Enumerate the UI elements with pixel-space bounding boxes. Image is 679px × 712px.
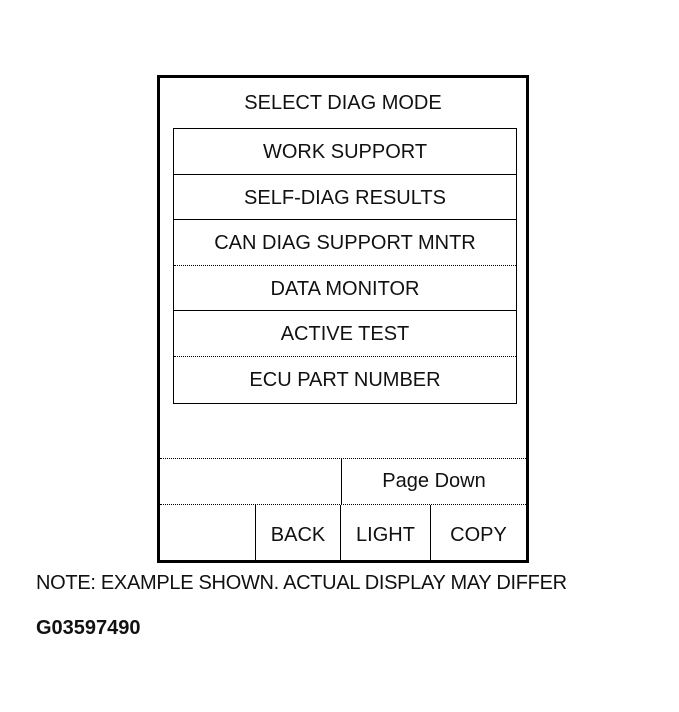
diagnostic-screen: SELECT DIAG MODE WORK SUPPORT SELF-DIAG … <box>157 75 529 563</box>
bottom-button-bar: Page Down BACK LIGHT COPY <box>160 458 526 561</box>
blank-button <box>160 505 256 561</box>
screen-title: SELECT DIAG MODE <box>244 92 442 114</box>
menu-item-work-support[interactable]: WORK SUPPORT <box>174 129 516 175</box>
figure-code: G03597490 <box>36 617 141 639</box>
back-button[interactable]: BACK <box>256 505 341 561</box>
light-button[interactable]: LIGHT <box>341 505 431 561</box>
copy-button[interactable]: COPY <box>450 524 507 546</box>
menu-item-data-monitor[interactable]: DATA MONITOR <box>174 266 516 312</box>
example-note: NOTE: EXAMPLE SHOWN. ACTUAL DISPLAY MAY … <box>36 572 567 594</box>
menu-item-self-diag-results[interactable]: SELF-DIAG RESULTS <box>174 175 516 221</box>
page-down-button[interactable]: Page Down <box>382 470 486 492</box>
menu-item-can-diag-support-mntr[interactable]: CAN DIAG SUPPORT MNTR <box>174 220 516 266</box>
diag-mode-menu: WORK SUPPORT SELF-DIAG RESULTS CAN DIAG … <box>173 128 517 404</box>
menu-item-active-test[interactable]: ACTIVE TEST <box>174 311 516 357</box>
menu-item-ecu-part-number[interactable]: ECU PART NUMBER <box>249 368 441 391</box>
empty-cell <box>160 459 342 504</box>
